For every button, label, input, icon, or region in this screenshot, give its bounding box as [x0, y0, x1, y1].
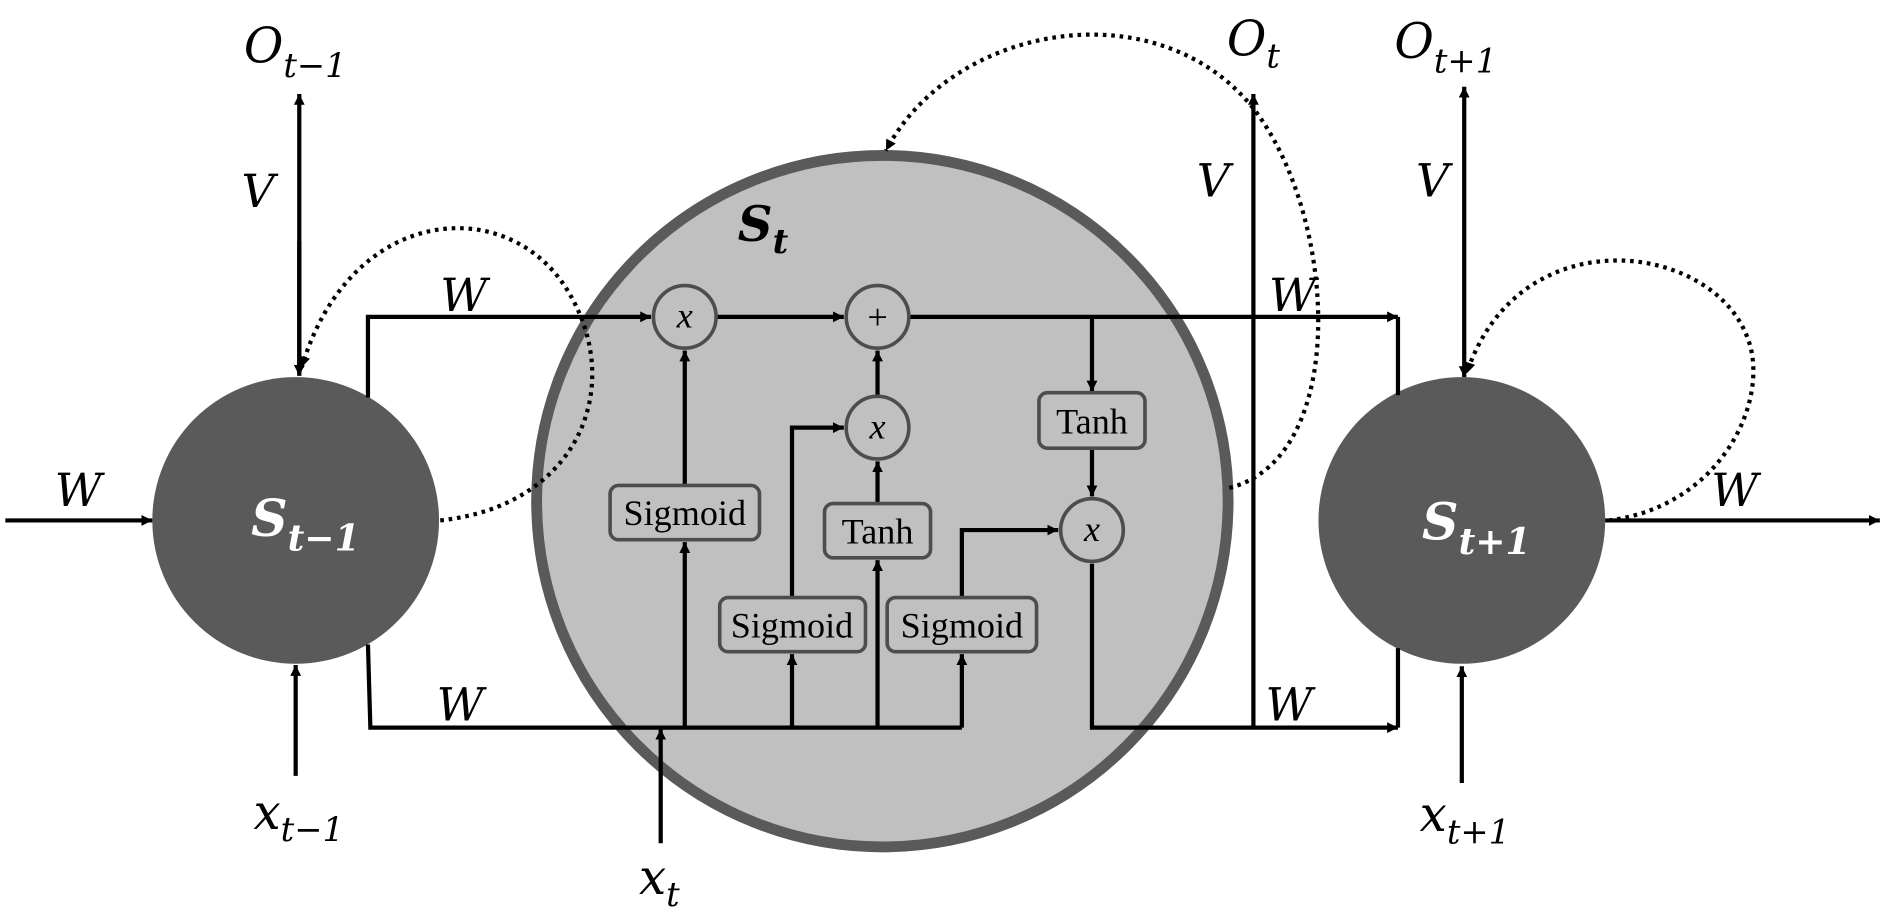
input-label-current: xt	[639, 850, 680, 914]
hidden-out-path	[1089, 563, 1398, 734]
input-multiply-node: x	[844, 394, 911, 461]
weight-label-v-prev: V	[241, 165, 278, 218]
multiply-symbol: x	[1083, 509, 1100, 549]
output-multiply-node: x	[1058, 496, 1126, 564]
next-state-label: St+1	[1422, 492, 1531, 563]
prev-state-node	[152, 377, 440, 664]
cell-state-label: St	[738, 197, 789, 261]
cell-tanh-label: Tanh	[1056, 402, 1128, 442]
output-gate-to-mult	[959, 524, 1059, 598]
weight-label-v-next: V	[1416, 154, 1453, 207]
weight-label-w-bottom-right: W	[1265, 678, 1316, 731]
bottom-path	[365, 644, 962, 730]
top-path-in	[365, 311, 652, 398]
recurrent-loop-prev	[299, 226, 595, 523]
weight-label-w-top-left: W	[440, 269, 491, 322]
cell-tanh-box: Tanh	[1037, 390, 1147, 450]
input-gate-label: Sigmoid	[731, 605, 853, 645]
multiply-symbol: x	[676, 296, 693, 336]
forget-gate-label: Sigmoid	[624, 493, 746, 533]
forget-multiply-node: x	[651, 283, 718, 350]
output-label-next: Ot+1	[1394, 14, 1497, 80]
output-gate-box: Sigmoid	[885, 595, 1039, 654]
output-gate-label: Sigmoid	[901, 605, 1023, 645]
candidate-tanh-box: Tanh	[822, 501, 933, 560]
prev-state-label: St−1	[251, 488, 360, 559]
weight-label-w-bottom-left: W	[437, 678, 488, 731]
input-gate-to-mult	[789, 422, 844, 598]
forget-gate-box: Sigmoid	[608, 483, 762, 542]
add-symbol: +	[867, 297, 887, 337]
input-label-next: xt+1	[1420, 787, 1510, 851]
input-gate-box: Sigmoid	[717, 595, 868, 654]
weight-label-v-current: V	[1197, 154, 1234, 207]
weight-label-w-left-in: W	[55, 464, 106, 517]
weight-label-w-top-right: W	[1269, 269, 1320, 322]
weight-label-w-right-out: W	[1711, 464, 1762, 517]
candidate-tanh-label: Tanh	[842, 511, 914, 551]
output-label-current: Ot	[1227, 11, 1281, 75]
add-node: +	[844, 283, 911, 350]
multiply-symbol: x	[869, 407, 886, 447]
output-label-prev: Ot−1	[244, 19, 347, 85]
next-state-node	[1318, 377, 1606, 664]
input-label-prev: xt−1	[254, 785, 344, 849]
